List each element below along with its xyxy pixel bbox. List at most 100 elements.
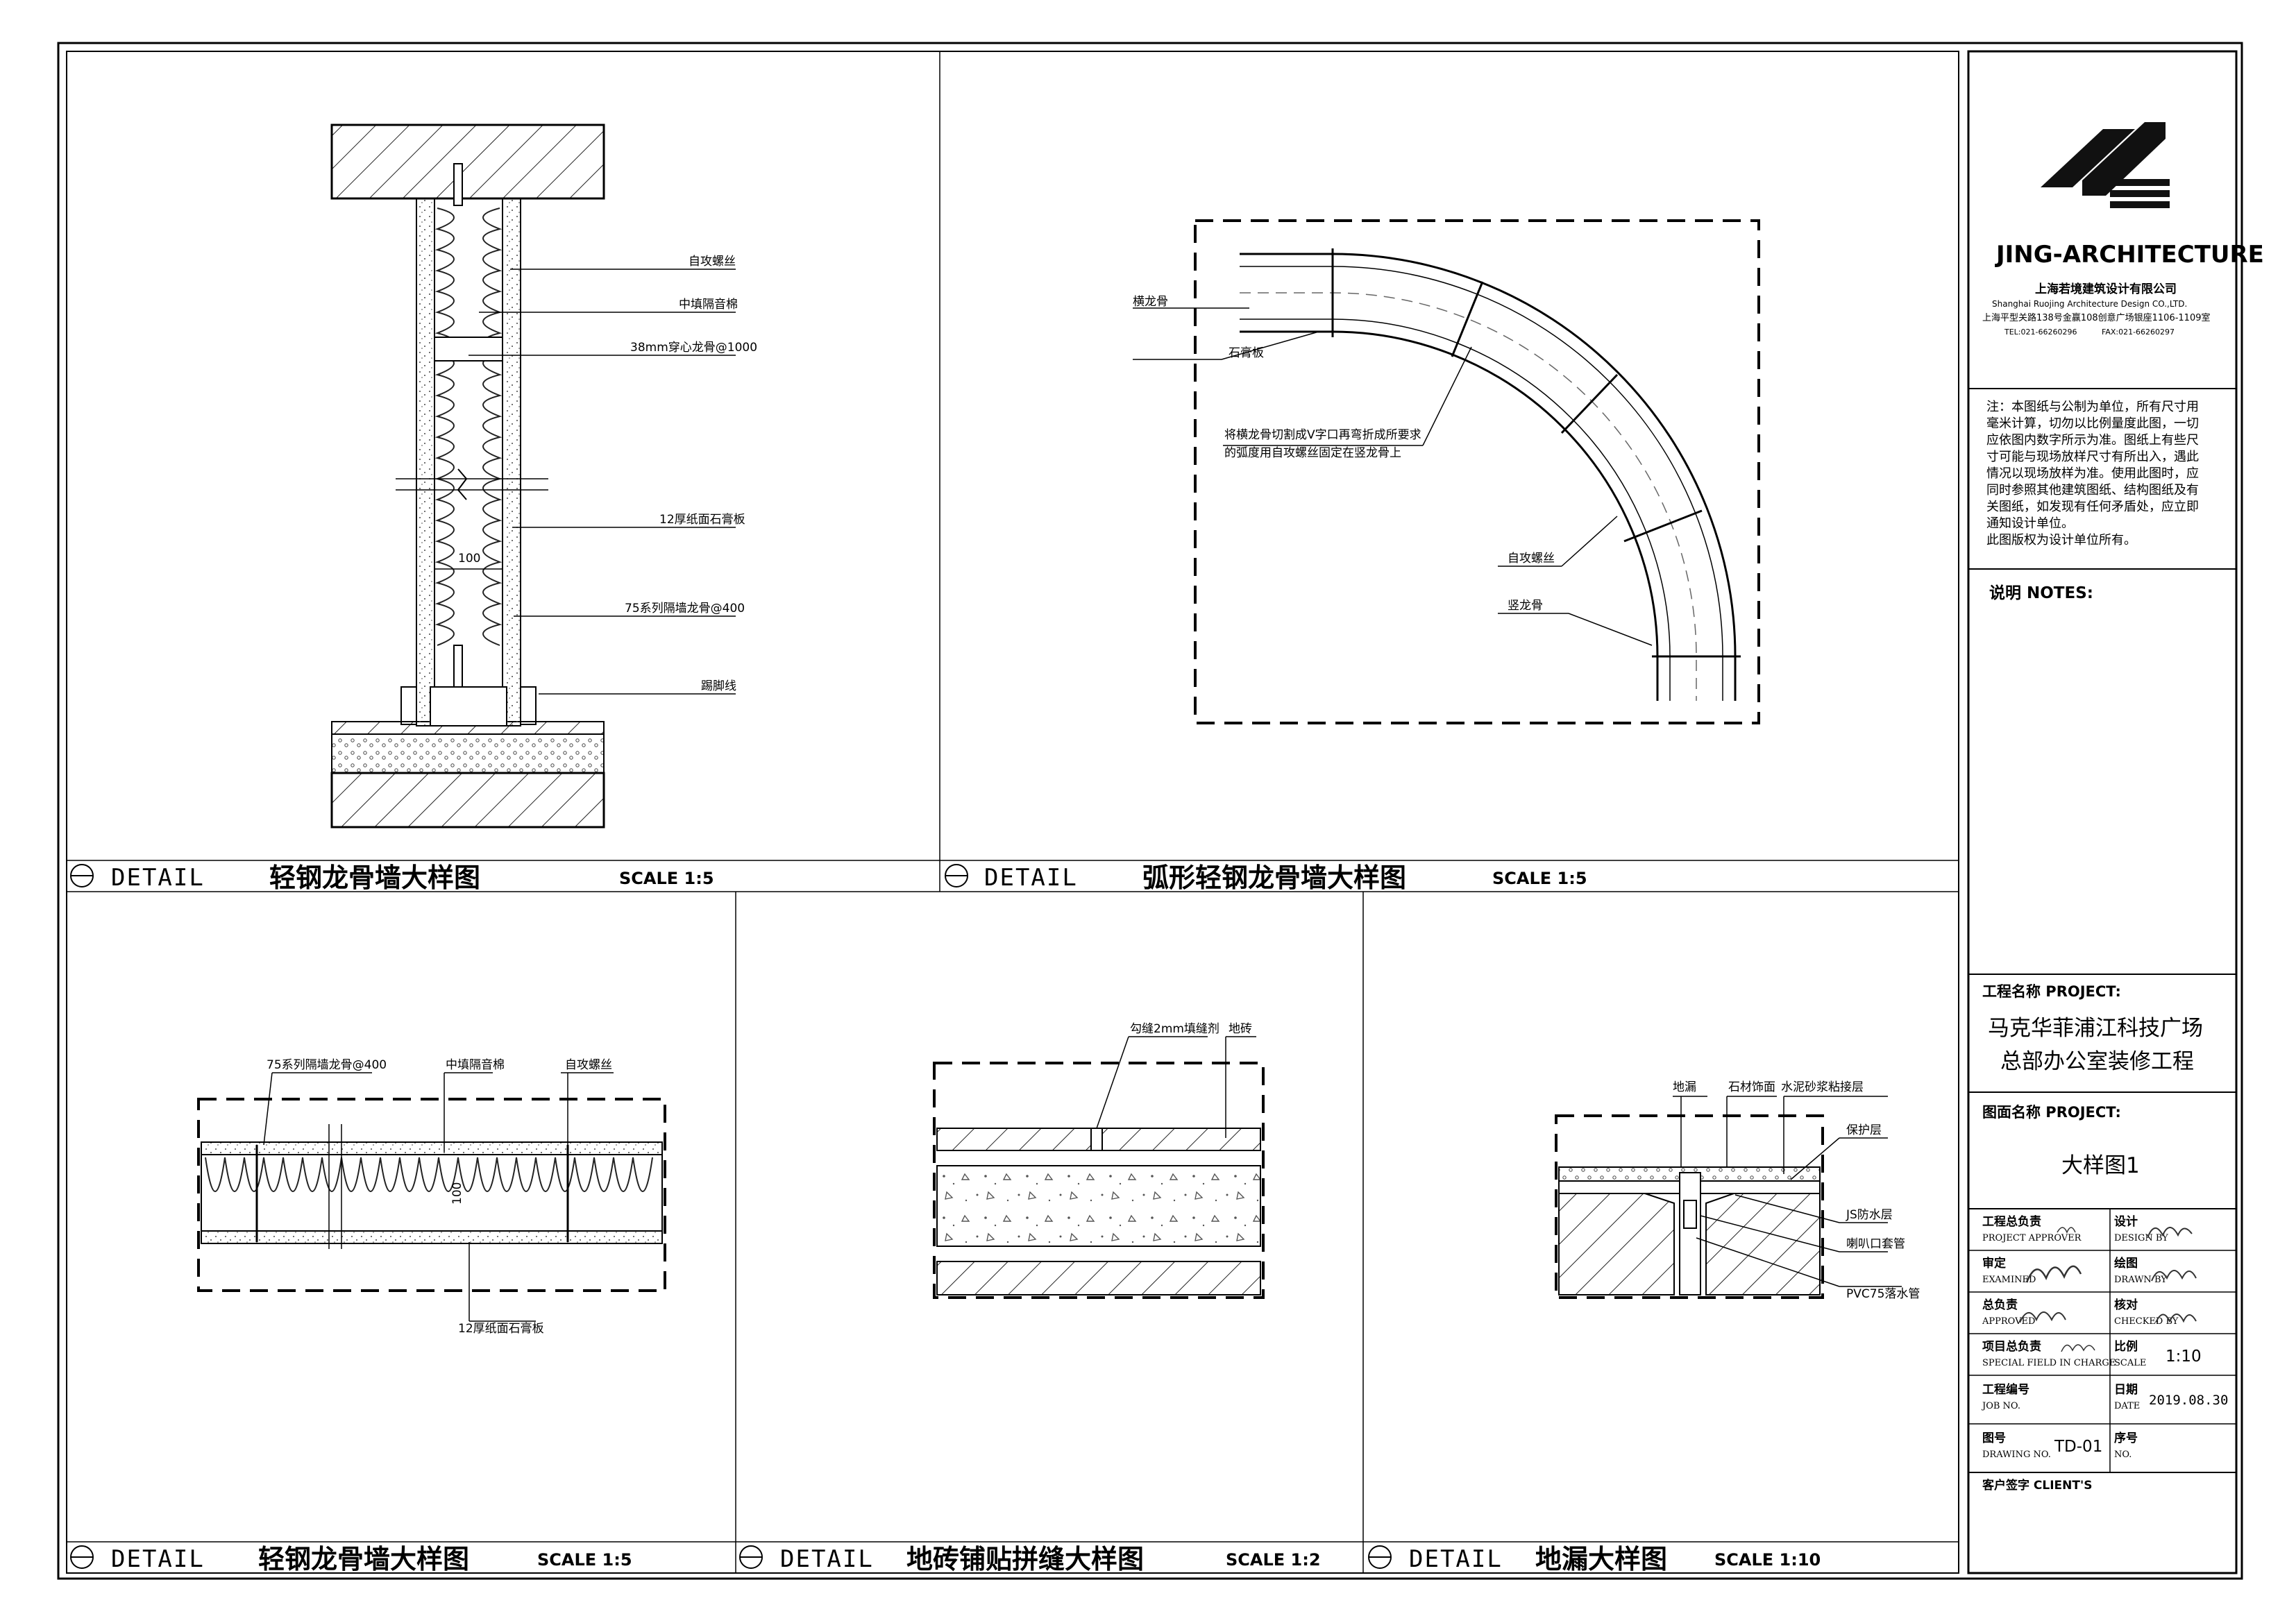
scale-value: 1:10 xyxy=(2166,1348,2202,1366)
detail-title-4: DETAIL 地砖铺贴拼缝大样图 SCALE 1:2 xyxy=(739,1544,1321,1574)
detail-scale: SCALE 1:5 xyxy=(537,1550,632,1570)
detail-curved-wall: 横龙骨 石膏板 将横龙骨切割成V字口再弯折成所要求 的弧度用自攻螺丝固定在竖龙骨… xyxy=(1133,219,1760,724)
drawing-title-value: 大样图1 xyxy=(2061,1153,2140,1178)
date-sub: DATE xyxy=(2114,1401,2140,1411)
project-label: 工程名称 PROJECT: xyxy=(1982,983,2121,1000)
special-label: 项目总负责 xyxy=(1982,1339,2041,1354)
drawing-area-frame xyxy=(66,51,1959,1574)
label-note-2: 的弧度用自攻螺丝固定在竖龙骨上 xyxy=(1224,446,1401,460)
notes-line: 此图版权为设计单位所有。 xyxy=(1986,533,2136,547)
label-skirting: 踢脚线 xyxy=(701,679,736,693)
detail-word: DETAIL xyxy=(984,864,1078,892)
firm-name-en: Shanghai Ruojing Architecture Design CO.… xyxy=(1992,299,2187,309)
firm-brand: JING-ARCHITECTURE xyxy=(1995,241,2264,269)
title-block-frame xyxy=(1967,50,2238,1574)
outer-frame xyxy=(57,42,2243,1580)
label-drain: 地漏 xyxy=(1673,1080,1696,1094)
approved-label: 总负责 xyxy=(1982,1298,2018,1312)
detail-scale: SCALE 1:5 xyxy=(619,869,714,888)
label-insulation: 中填隔音棉 xyxy=(679,298,738,312)
detail-title-2: DETAIL 弧形轻钢龙骨墙大样图 SCALE 1:5 xyxy=(945,863,1587,893)
dim-100: 100 xyxy=(450,1182,464,1205)
label-stud: 75系列隔墙龙骨@400 xyxy=(267,1058,387,1072)
notes-line: 情况以现场放样为准。使用此图时，应 xyxy=(1986,466,2199,481)
detail-title: 地漏大样图 xyxy=(1535,1544,1667,1574)
detail-word: DETAIL xyxy=(1409,1545,1503,1573)
detail-wall-section: 自攻螺丝 中填隔音棉 38mm穿心龙骨@1000 12厚纸面石膏板 75系列隔墙… xyxy=(330,124,757,829)
detail-title: 弧形轻钢龙骨墙大样图 xyxy=(1142,863,1406,893)
title-block: JING-ARCHITECTURE 上海若境建筑设计有限公司 Shanghai … xyxy=(1968,122,2264,1493)
firm-address: 上海平型关路138号金赢108创意广场银座1106-1109室 xyxy=(1982,312,2211,323)
label-grout: 勾缝2mm填缝剂 xyxy=(1130,1022,1219,1036)
label-stud: 75系列隔墙龙骨@400 xyxy=(625,602,745,615)
scale-label: 比例 xyxy=(2114,1339,2138,1354)
label-horizontal-keel: 横龙骨 xyxy=(1133,295,1168,309)
design-sub: DESIGN BY xyxy=(2114,1233,2168,1243)
special-sub: SPECIAL FIELD IN CHARGE xyxy=(1982,1358,2116,1368)
label-gypsum: 石膏板 xyxy=(1229,346,1264,360)
label-stone-finish: 石材饰面 xyxy=(1728,1080,1775,1094)
signature-mark xyxy=(2155,1314,2197,1323)
detail-word: DETAIL xyxy=(780,1545,874,1573)
seq-sub: NO. xyxy=(2114,1450,2132,1460)
detail-scale: SCALE 1:2 xyxy=(1226,1550,1321,1570)
detail-title-1: DETAIL 轻钢龙骨墙大样图 SCALE 1:5 xyxy=(70,863,714,893)
approver-label: 工程总负责 xyxy=(1982,1214,2041,1229)
drawing-no-label: 图号 xyxy=(1982,1431,2006,1445)
date-label: 日期 xyxy=(2114,1383,2138,1397)
notes-line: 应依图内数字所示为准。图纸上有些尺 xyxy=(1986,433,2199,448)
detail-word: DETAIL xyxy=(111,1545,205,1573)
seq-label: 序号 xyxy=(2114,1431,2138,1445)
project-name-line1: 马克华菲浦江科技广场 xyxy=(1988,1016,2203,1041)
label-insulation: 中填隔音棉 xyxy=(446,1058,505,1072)
checked-sub: CHECKED BY xyxy=(2114,1316,2179,1327)
drawing-title-label: 图面名称 PROJECT: xyxy=(1982,1104,2121,1121)
detail-title: 轻钢龙骨墙大样图 xyxy=(258,1544,469,1574)
project-name-line2: 总部办公室装修工程 xyxy=(2000,1049,2194,1074)
label-screw: 自攻螺丝 xyxy=(689,255,736,269)
scale-sub: SCALE xyxy=(2114,1358,2146,1368)
drawing-no-sub: DRAWING NO. xyxy=(1982,1450,2051,1460)
notes-line: 毫米计算，切勿以比例量度此图，一切 xyxy=(1986,416,2199,431)
notes-line: 注：本图纸与公制为单位，所有尺寸用 xyxy=(1986,400,2199,414)
checked-label: 核对 xyxy=(2114,1298,2138,1312)
label-sleeve: 喇叭口套管 xyxy=(1846,1237,1905,1251)
label-waterproof: JS防水层 xyxy=(1846,1208,1893,1222)
label-screw: 自攻螺丝 xyxy=(565,1058,612,1072)
detail-wall-plan: 75系列隔墙龙骨@400 中填隔音棉 自攻螺丝 12厚纸面石膏板 100 xyxy=(197,1058,666,1336)
drawn-label: 绘图 xyxy=(2114,1256,2138,1271)
drawing-no-value: TD-01 xyxy=(2054,1438,2102,1456)
firm-fax: FAX:021-66260297 xyxy=(2102,328,2175,337)
approved-sub: APPROVED xyxy=(1982,1316,2035,1327)
detail-scale: SCALE 1:10 xyxy=(1714,1550,1821,1570)
firm-name-cn: 上海若境建筑设计有限公司 xyxy=(2035,282,2177,296)
signature-mark xyxy=(2025,1265,2082,1283)
detail-tile-joint: 勾缝2mm填缝剂 地砖 xyxy=(933,1022,1265,1299)
signature-mark xyxy=(2019,1311,2066,1323)
label-screw: 自攻螺丝 xyxy=(1508,552,1555,566)
detail-scale: SCALE 1:5 xyxy=(1492,869,1587,888)
approver-sub: PROJECT APPROVER xyxy=(1982,1233,2082,1243)
signature-mark xyxy=(2147,1227,2193,1239)
label-tile: 地砖 xyxy=(1229,1022,1252,1036)
label-channel: 38mm穿心龙骨@1000 xyxy=(630,341,757,355)
label-pvc-pipe: PVC75落水管 xyxy=(1846,1287,1920,1301)
job-label: 工程编号 xyxy=(1982,1382,2029,1397)
notes-line: 关图纸，如发现有任何矛盾处，应立即 xyxy=(1986,500,2199,514)
signature-mark xyxy=(2057,1227,2076,1234)
notes-line: 寸可能与现场放样尺寸有所出入，遇此 xyxy=(1986,450,2199,464)
label-mortar: 水泥砂浆粘接层 xyxy=(1781,1080,1864,1094)
date-value: 2019.08.30 xyxy=(2149,1393,2228,1408)
firm-logo-icon xyxy=(2041,122,2170,208)
dim-100: 100 xyxy=(458,552,480,566)
signature-mark xyxy=(2061,1344,2095,1352)
detail-title: 轻钢龙骨墙大样图 xyxy=(269,863,480,893)
notes-line: 同时参照其他建筑图纸、结构图纸及有 xyxy=(1986,483,2199,498)
notes-heading: 说明 NOTES: xyxy=(1989,584,2093,602)
label-note-1: 将横龙骨切割成V字口再弯折成所要求 xyxy=(1224,428,1421,442)
detail-word: DETAIL xyxy=(111,864,205,892)
detail-title-3: DETAIL 轻钢龙骨墙大样图 SCALE 1:5 xyxy=(70,1544,632,1574)
examined-sub: EXAMINED xyxy=(1982,1275,2036,1285)
detail-floor-drain: 地漏 石材饰面 水泥砂浆粘接层 保护层 JS防水层 喇叭口套管 PVC75落水管 xyxy=(1555,1080,1920,1301)
